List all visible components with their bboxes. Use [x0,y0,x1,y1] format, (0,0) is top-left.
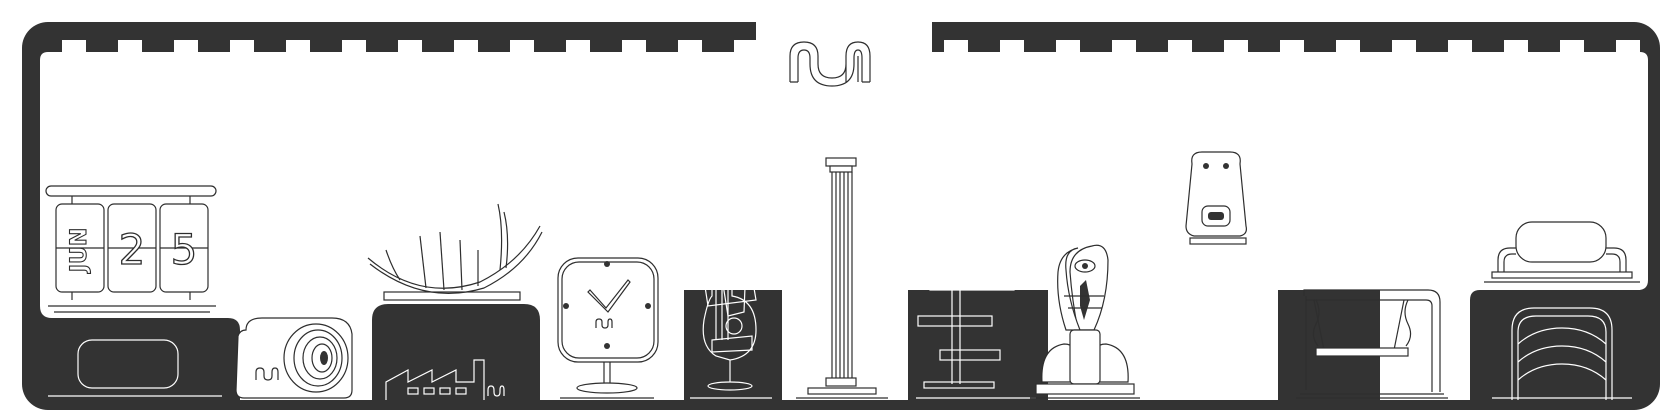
desk-clock-icon [557,257,659,399]
calendar-day-ones: 5 [171,225,198,274]
tower-shelf-icon [916,152,1036,399]
num-logo: num [789,41,871,87]
ship-sculpture-icon [367,203,543,400]
tubular-stool-icon [1484,221,1640,400]
speaker-icon [235,317,353,399]
calendar-day-tens: 2 [119,225,146,274]
calendar-month: JUN [67,228,92,274]
sliced-head-sculpture-icon [1168,151,1264,399]
swing-bench-icon [1296,289,1448,399]
flip-calendar-icon: JUN 2 5 [45,185,222,397]
winged-figure-sculpture-icon [1030,244,1140,399]
cubist-guitar-sculpture-icon [690,205,772,399]
column-icon [796,157,888,399]
